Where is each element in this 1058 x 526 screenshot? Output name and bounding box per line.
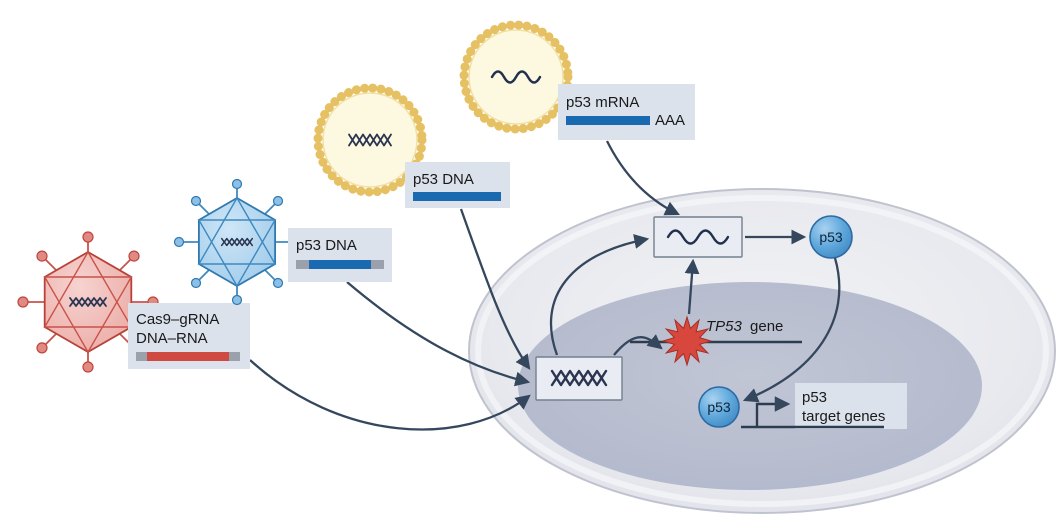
p53-target-genes: p53 p53 target genes bbox=[698, 383, 907, 429]
lipid-nanoparticle-dna-icon bbox=[313, 83, 427, 197]
lipid-nanoparticle-mrna-icon bbox=[459, 20, 573, 134]
target-genes-label-line2: target genes bbox=[802, 408, 885, 425]
arrow-cas9-to-nucleus bbox=[249, 359, 531, 431]
dna-icon bbox=[220, 237, 254, 247]
virus-p53-dna-label: p53 DNA bbox=[288, 228, 392, 282]
p53-protein-upper-label: p53 bbox=[819, 229, 843, 245]
lipid-ring bbox=[459, 20, 573, 134]
nanoparticle-p53-mrna-label: p53 mRNA AAA bbox=[558, 84, 695, 140]
arrow-dna-to-gene bbox=[613, 334, 663, 356]
cargo-bar-blue bbox=[566, 116, 650, 125]
arrow-nanoparticle-dna-to-nucleus bbox=[459, 208, 531, 370]
mrna-icon bbox=[666, 229, 730, 245]
nanoparticle-p53-dna-label: p53 DNA bbox=[405, 162, 510, 208]
cas9-label-line2: DNA–RNA bbox=[136, 330, 208, 347]
capsid-body-red bbox=[43, 250, 133, 354]
blue-adenovirus-icon bbox=[173, 178, 301, 306]
p53-protein-lower-label: p53 bbox=[707, 399, 731, 415]
dna-icon bbox=[348, 133, 392, 147]
arrow-gene-to-mrna bbox=[684, 258, 700, 315]
nanoparticle-p53-dna-label-text: p53 DNA bbox=[413, 171, 474, 188]
tp53-gene-label-rest: gene bbox=[750, 318, 783, 335]
cargo-bar-insert-red bbox=[147, 352, 229, 361]
cell-membrane-inner-band bbox=[475, 195, 1049, 507]
nuclear-dna-box bbox=[535, 356, 623, 401]
cargo-bar-insert-blue bbox=[309, 260, 371, 269]
dna-icon bbox=[550, 369, 608, 387]
target-genes-label-line1: p53 bbox=[802, 389, 827, 406]
cargo-bar-blue bbox=[413, 192, 501, 201]
cytoplasm-mrna-box bbox=[653, 216, 743, 258]
lipid-ring bbox=[313, 83, 427, 197]
mrna-icon bbox=[490, 70, 542, 84]
cas9-label-line1: Cas9–gRNA bbox=[136, 311, 219, 328]
cas9-grna-label: Cas9–gRNA DNA–RNA bbox=[128, 303, 250, 369]
p53-protein-upper-group: p53 bbox=[809, 215, 853, 259]
tp53-gene-label-italic: TP53 bbox=[706, 318, 743, 335]
virus-p53-dna-label-text: p53 DNA bbox=[296, 237, 357, 254]
dna-box bbox=[535, 356, 623, 401]
cell bbox=[468, 188, 1056, 514]
flow-arrows bbox=[249, 140, 841, 431]
arrow-nanoparticle-mrna-to-cytoplasm bbox=[605, 140, 681, 216]
nanoparticle-p53-mrna-label-text: p53 mRNA bbox=[566, 94, 639, 111]
mutation-starburst-icon bbox=[661, 315, 713, 367]
dna-icon bbox=[69, 297, 107, 307]
red-adenovirus-icon bbox=[17, 231, 159, 373]
label-box bbox=[288, 228, 392, 282]
arrow-p53-to-target-genes bbox=[742, 257, 841, 403]
arrow-virus-dna-to-nucleus bbox=[346, 281, 531, 387]
target-genes-label-box bbox=[795, 383, 907, 429]
label-box bbox=[558, 84, 695, 140]
tp53-gene-label: TP53 gene bbox=[706, 318, 783, 335]
promoter-arrow-icon bbox=[755, 396, 791, 427]
polyA-tail-label: AAA bbox=[655, 112, 685, 129]
p53-protein-upper bbox=[809, 215, 853, 259]
capsid-body-blue bbox=[197, 196, 277, 288]
p53-protein-lower bbox=[698, 386, 740, 428]
arrow-dna-to-mrna bbox=[549, 234, 650, 356]
nucleus bbox=[518, 282, 982, 490]
